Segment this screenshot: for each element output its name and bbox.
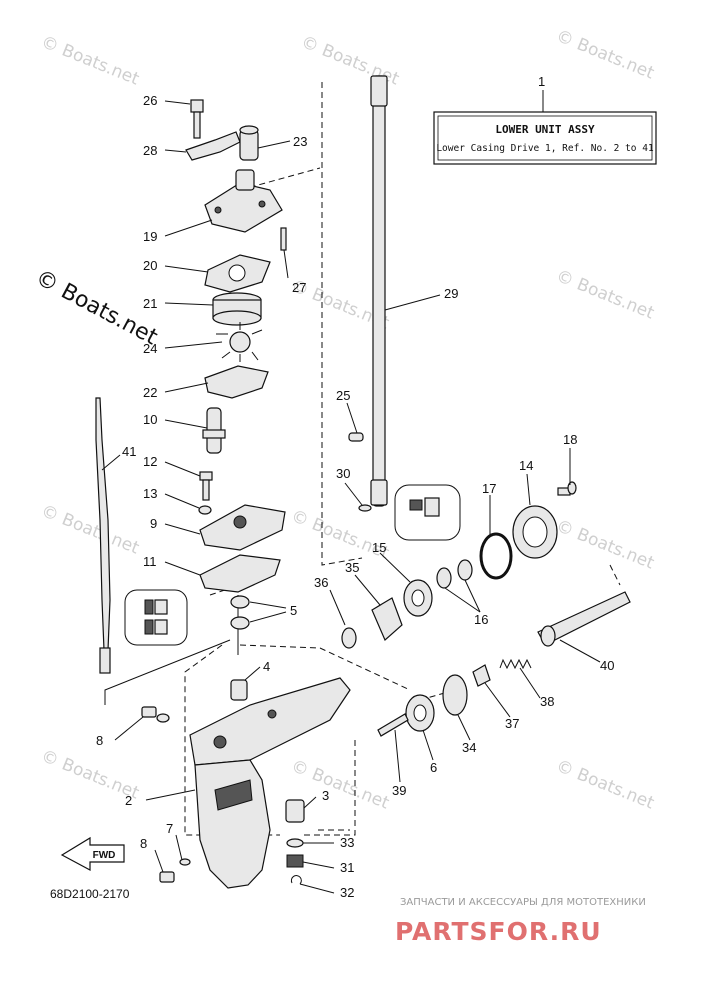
callout-35: 35: [345, 560, 359, 575]
brand-name: PARTSFOR.RU: [395, 917, 602, 946]
spring-38: [499, 658, 532, 670]
gear-assembly: [341, 481, 631, 737]
bolt-26: [190, 99, 204, 113]
watermark-text: © Boats.net: [553, 26, 657, 84]
callout-31: 31: [340, 860, 354, 875]
pin-27: [280, 227, 287, 251]
leader-lines: [101, 100, 601, 894]
bushing-4: [230, 679, 248, 701]
callout-16: 16: [474, 612, 488, 627]
callouts: 26 28 23 19 20 27 21 24 22 10 12 13 9 11…: [96, 93, 614, 900]
oil-seal-5a: [230, 595, 250, 609]
callout-27: 27: [292, 280, 306, 295]
outer-plate-22: [204, 365, 269, 399]
callout-3: 3: [322, 788, 329, 803]
callout-22: 22: [143, 385, 157, 400]
watermark-text: © Boats.net: [553, 516, 657, 574]
drive-shaft-29: [348, 75, 388, 512]
gasket-11: [199, 554, 281, 593]
pin-25: [348, 432, 364, 442]
callout-24: 24: [143, 341, 157, 356]
bolt-12: [199, 471, 213, 481]
watermark-text: © Boats.net: [38, 32, 142, 90]
callout-38: 38: [540, 694, 554, 709]
callout-4: 4: [263, 659, 270, 674]
callout-1: 1: [538, 74, 545, 89]
callout-13: 13: [143, 486, 157, 501]
bolt-26-shank: [193, 111, 201, 139]
callout-41: 41: [122, 444, 136, 459]
impeller-24: [229, 331, 251, 353]
callout-7: 7: [166, 821, 173, 836]
legend-subtitle: Lower Casing Drive 1, Ref. No. 2 to 41: [436, 143, 654, 154]
callout-26: 26: [143, 93, 157, 108]
callout-14: 14: [519, 458, 533, 473]
callout-2: 2: [125, 793, 132, 808]
callout-40: 40: [600, 658, 614, 673]
watermark-text: © Boats.net: [553, 756, 657, 814]
o-ring-17: [479, 532, 513, 580]
watermark-text: © Boats.net: [38, 501, 142, 559]
callout-25: 25: [336, 388, 350, 403]
clutch-37: [472, 664, 491, 687]
shift-rod-41: [95, 397, 111, 674]
callout-18: 18: [563, 432, 577, 447]
insert-cartridge-21: [212, 310, 262, 326]
callout-28: 28: [143, 143, 157, 158]
brand-tagline: ЗАПЧАСТИ И АКСЕССУАРЫ ДЛЯ МОТОТЕХНИКИ: [400, 897, 646, 908]
plug-8b: [159, 871, 175, 883]
callout-6: 6: [430, 760, 437, 775]
part-30: [358, 504, 372, 512]
callout-29: 29: [444, 286, 458, 301]
callout-20: 20: [143, 258, 157, 273]
fwd-arrow-icon: [60, 836, 125, 872]
shim-36: [341, 627, 357, 649]
part-39: [377, 713, 409, 737]
callout-19: 19: [143, 229, 157, 244]
assembly-lines: [104, 82, 621, 836]
bearing-31: [286, 854, 304, 868]
washer-33: [286, 838, 304, 848]
callout-36: 36: [314, 575, 328, 590]
lower-casing-2: FWD: [60, 677, 351, 889]
callout-15: 15: [372, 540, 386, 555]
callout-12: 12: [143, 454, 157, 469]
callout-8: 8: [96, 733, 103, 748]
callout-34: 34: [462, 740, 476, 755]
legend-box: 1 LOWER UNIT ASSY Lower Casing Drive 1, …: [433, 74, 657, 165]
shim-16a: [436, 567, 452, 589]
callout-11: 11: [143, 554, 157, 569]
pinion-35: [371, 597, 403, 641]
callout-21: 21: [143, 296, 157, 311]
callout-32: 32: [340, 885, 354, 900]
bushing-3: [285, 799, 305, 823]
callout-23: 23: [293, 134, 307, 149]
callout-39: 39: [392, 783, 406, 798]
callout-30: 30: [336, 466, 350, 481]
circlip-32: [290, 875, 302, 885]
callout-9: 9: [150, 516, 157, 531]
oil-seal-5b: [230, 616, 250, 630]
legend-title: LOWER UNIT ASSY: [495, 123, 595, 136]
plug-8a: [141, 706, 157, 718]
washer-13: [198, 505, 212, 515]
shim-16b: [457, 559, 473, 581]
callout-5: 5: [290, 603, 297, 618]
callout-10: 10: [143, 412, 157, 427]
callout-33: 33: [340, 835, 354, 850]
fwd-label: FWD: [93, 850, 116, 861]
diagram-code: 68D2100-2170: [50, 887, 130, 901]
callout-8-lower: 8: [140, 836, 147, 851]
callout-37: 37: [505, 716, 519, 731]
water-pump-assembly: [124, 99, 287, 701]
watermark-text: © Boats.net: [553, 266, 657, 324]
callout-17: 17: [482, 481, 496, 496]
branding: ЗАПЧАСТИ И АКСЕССУАРЫ ДЛЯ МОТОТЕХНИКИ PA…: [395, 897, 646, 946]
forward-gear-34: [442, 674, 468, 716]
